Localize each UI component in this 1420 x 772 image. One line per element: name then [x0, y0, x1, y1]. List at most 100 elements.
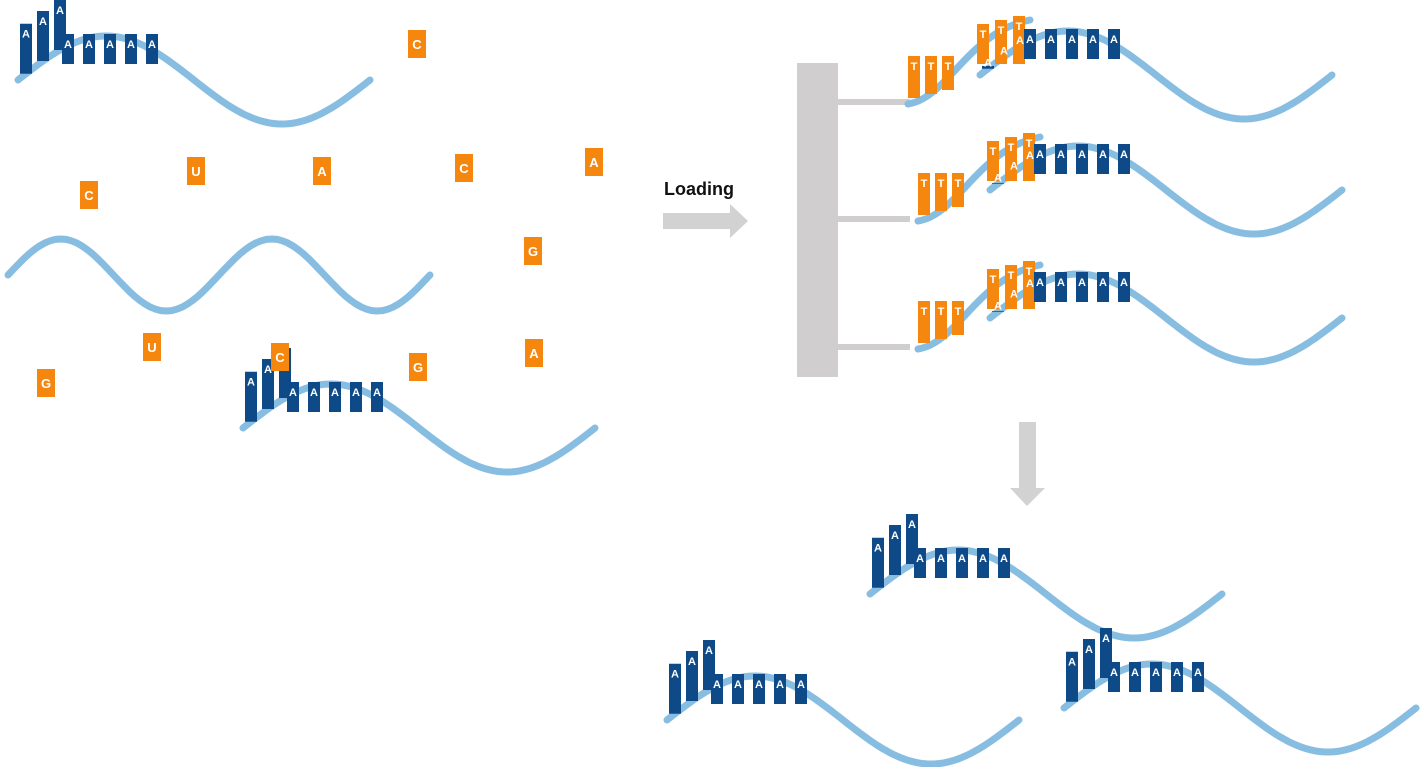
captured-3-probe-t-1-letter: T — [938, 306, 945, 318]
captured-1-probe-hybrid-t-2-letter: T — [1016, 21, 1023, 33]
input-mrna-1-tail-base-1: A — [37, 11, 49, 62]
input-mrna-2-tail-base-0: A — [245, 371, 257, 422]
eluted-mrna-1-tail-base-1-letter: A — [891, 530, 899, 542]
eluted-mrna-1-arc-base-4: A — [998, 548, 1010, 578]
captured-1-arc-a-2: A — [1066, 29, 1078, 59]
eluted-mrna-1-tail-base-0-letter: A — [874, 543, 882, 555]
linker-1 — [838, 99, 910, 105]
eluted-mrna-1-tail-base-1: A — [889, 525, 901, 576]
captured-1-probe-t-1-letter: T — [928, 61, 935, 73]
captured-1-probe-t-0-letter: T — [911, 61, 918, 73]
free-nucleotide-g: G — [524, 237, 542, 265]
free-nucleotide-g: G — [409, 353, 427, 381]
captured-1-hybrid-a-1-letter: A — [1000, 46, 1008, 58]
input-mrna-2-arc-base-2-letter: A — [331, 387, 339, 399]
captured-3-arc-a-3-letter: A — [1099, 277, 1107, 289]
input-mrna-2-arc-base-3-letter: A — [352, 387, 360, 399]
captured-2-hybrid-a-0: A — [992, 173, 1004, 185]
input-mrna-2-strand — [239, 380, 599, 476]
captured-2-arc-a-4: A — [1118, 144, 1130, 174]
captured-3-hybrid-a-0: A — [992, 301, 1004, 313]
eluted-mrna-1-arc-base-0: A — [914, 548, 926, 578]
captured-1-probe-hybrid-t-1: T — [995, 20, 1007, 64]
captured-3-arc-a-0: A — [1034, 272, 1046, 302]
captured-1-arc-a-3-letter: A — [1089, 34, 1097, 46]
captured-1-probe-hybrid-t-2: T — [1013, 16, 1025, 64]
eluted-mrna-2-arc-base-2: A — [753, 674, 765, 704]
eluted-mrna-3-tail-base-2-letter: A — [1102, 633, 1110, 645]
captured-2-probe-strand — [914, 133, 1044, 225]
eluted-mrna-2-arc-base-3-letter: A — [776, 679, 784, 691]
captured-3-hybrid-a-2: A — [1026, 278, 1034, 290]
svg-text:G: G — [528, 244, 538, 259]
input-mrna-1-arc-base-3-letter: A — [127, 39, 135, 51]
captured-2-probe-hybrid-t-2-letter: T — [1026, 138, 1033, 150]
svg-text:U: U — [147, 340, 156, 355]
eluted-mrna-2-tail-base-2-letter: A — [705, 645, 713, 657]
input-mrna-1-tail-base-2-letter: A — [56, 5, 64, 17]
captured-3-arc-a-2-letter: A — [1078, 277, 1086, 289]
svg-text:C: C — [84, 188, 94, 203]
captured-2-probe-hybrid-t-2: T — [1023, 133, 1035, 181]
eluted-mrna-3-arc-base-3: A — [1171, 662, 1183, 692]
captured-3-hybrid-a-1: A — [1010, 289, 1018, 301]
input-mrna-2-arc-base-4-letter: A — [373, 387, 381, 399]
captured-3-arc-a-4-letter: A — [1120, 277, 1128, 289]
captured-2-arc-a-0: A — [1034, 144, 1046, 174]
input-mrna-1-arc-base-0-letter: A — [64, 39, 72, 51]
captured-1-arc-a-1-letter: A — [1047, 34, 1055, 46]
svg-text:A: A — [529, 346, 539, 361]
eluted-mrna-2-strand — [663, 672, 1023, 768]
captured-2-probe-hybrid-t-0: T — [987, 141, 999, 181]
captured-2-probe-t-1-letter: T — [938, 178, 945, 190]
svg-text:C: C — [459, 161, 469, 176]
captured-2-arc-a-1-letter: A — [1057, 149, 1065, 161]
loading-label: Loading — [664, 179, 734, 199]
captured-2-arc-a-2-letter: A — [1078, 149, 1086, 161]
eluted-mrna-3-tail-base-1: A — [1083, 639, 1095, 690]
captured-3-hybrid-a-2-letter: A — [1026, 278, 1034, 290]
captured-3-hybrid-a-1-letter: A — [1010, 289, 1018, 301]
captured-2-probe-t-1: T — [935, 173, 947, 211]
captured-2-arc-a-4-letter: A — [1120, 149, 1128, 161]
captured-2-probe-t-0: T — [918, 173, 930, 215]
captured-2-arc-a-1: A — [1055, 144, 1067, 174]
captured-3-probe-hybrid-t-2-letter: T — [1026, 266, 1033, 278]
captured-3-arc-a-4: A — [1118, 272, 1130, 302]
captured-1-probe-hybrid-t-0: T — [977, 24, 989, 64]
eluted-mrna-3-tail-base-1-letter: A — [1085, 644, 1093, 656]
input-mrna-2-arc-base-1: A — [308, 382, 320, 412]
captured-2-arc-a-2: A — [1076, 144, 1088, 174]
eluted-mrna-1-arc-base-1: A — [935, 548, 947, 578]
captured-3-mrna-strand — [986, 270, 1346, 366]
free-nucleotide-a: A — [313, 157, 331, 185]
elution-arrow — [1010, 422, 1045, 506]
input-mrna-2-arc-base-3: A — [350, 382, 362, 412]
input-mrna-1-arc-base-4-letter: A — [148, 39, 156, 51]
input-mrna-2-arc-base-4: A — [371, 382, 383, 412]
captured-2-arc-a-3-letter: A — [1099, 149, 1107, 161]
captured-2-mrna-strand — [986, 142, 1346, 238]
captured-1-arc-a-4: A — [1108, 29, 1120, 59]
input-mrna-1-arc-base-3: A — [125, 34, 137, 64]
free-nucleotide-c: C — [408, 30, 426, 58]
captured-2-probe-t-2: T — [952, 173, 964, 207]
input-mrna-2-arc-base-1-letter: A — [310, 387, 318, 399]
free-nucleotide-c: C — [80, 181, 98, 209]
captured-1-hybrid-a-0-letter: A — [984, 58, 992, 70]
input-mrna-1-arc-base-1-letter: A — [85, 39, 93, 51]
captured-1-probe-hybrid-t-0-letter: T — [980, 29, 987, 41]
eluted-mrna-3-strand — [1060, 660, 1420, 756]
svg-text:A: A — [317, 164, 327, 179]
captured-1-hybrid-a-1: A — [1000, 46, 1008, 58]
svg-text:U: U — [191, 164, 200, 179]
eluted-mrna-2-arc-base-2-letter: A — [755, 679, 763, 691]
captured-1-arc-a-4-letter: A — [1110, 34, 1118, 46]
eluted-mrna-2-arc-base-0-letter: A — [713, 679, 721, 691]
captured-1-mrna-strand — [976, 27, 1336, 123]
captured-3-probe-t-0-letter: T — [921, 306, 928, 318]
input-mrna-1-tail-base-0-letter: A — [22, 29, 30, 41]
eluted-mrna-2-tail-base-1-letter: A — [688, 656, 696, 668]
eluted-mrna-1-arc-base-0-letter: A — [916, 553, 924, 565]
